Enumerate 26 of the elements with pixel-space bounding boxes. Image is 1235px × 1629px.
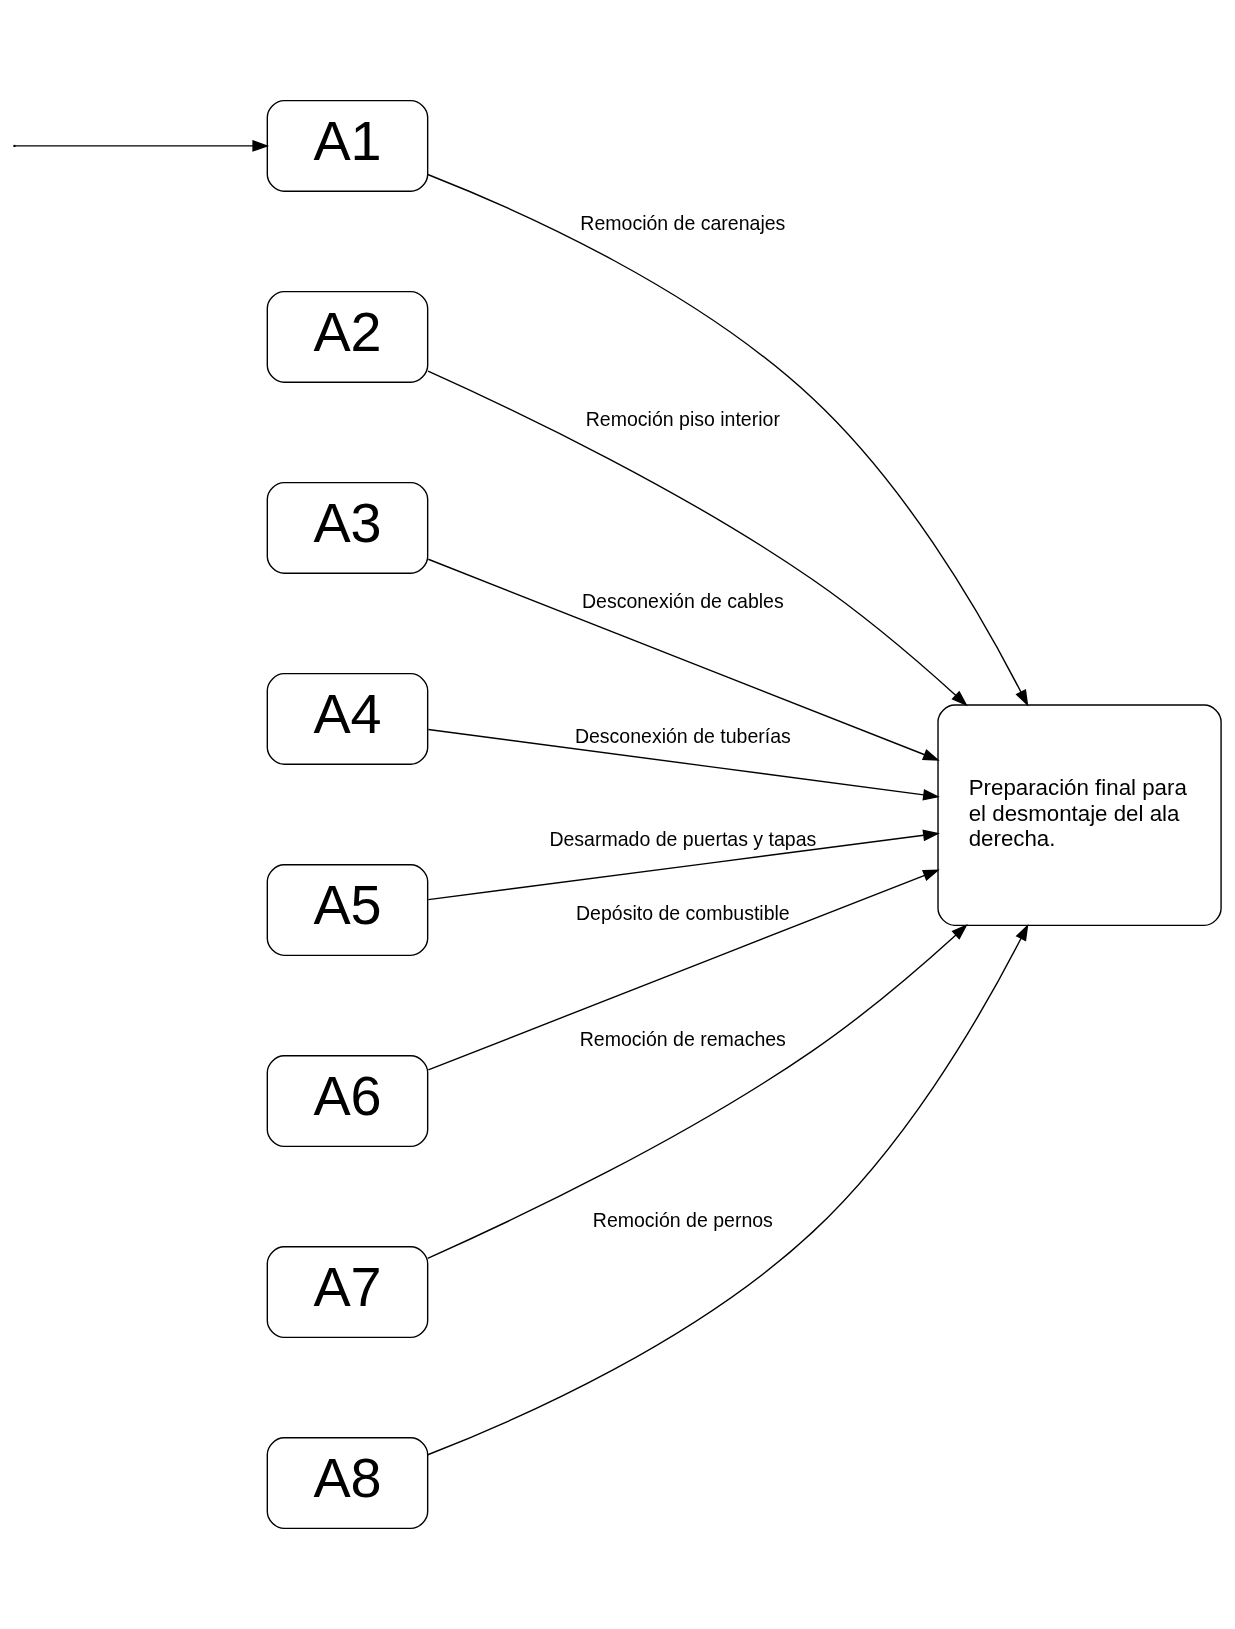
node-box: A2: [266, 290, 429, 383]
node-box: A3: [266, 481, 429, 574]
edge-label: Remoción de remaches: [579, 1027, 786, 1050]
arrow: [427, 829, 940, 901]
edge-label: Desconexión de cables: [581, 589, 784, 612]
node-box: A5: [266, 864, 429, 957]
edge-label: Remoción de pernos: [592, 1208, 773, 1231]
arrow: [14, 140, 270, 152]
edge-label: Remoción de carenajes: [580, 211, 786, 234]
node-box: A7: [266, 1246, 429, 1339]
arrow: [427, 924, 968, 1259]
arrow: [427, 173, 1029, 707]
node-box: A6: [266, 1055, 429, 1148]
arrow: [427, 923, 1029, 1456]
edge-label: Desarmado de puertas y tapas: [549, 828, 817, 851]
node-box: A4: [266, 672, 429, 765]
node-box: Preparación final para el desmontaje del ala derecha.: [937, 704, 1222, 927]
arrow: [427, 869, 940, 1071]
edge-label: Remoción piso interior: [585, 408, 780, 431]
node-box: A1: [266, 99, 429, 192]
node-box: A8: [266, 1437, 429, 1530]
arrow: [427, 370, 968, 707]
edge-label: Depósito de combustible: [575, 902, 790, 925]
edge-label: Desconexión de tuberías: [574, 724, 791, 747]
arrow: [427, 558, 940, 761]
arrow: [427, 728, 940, 801]
